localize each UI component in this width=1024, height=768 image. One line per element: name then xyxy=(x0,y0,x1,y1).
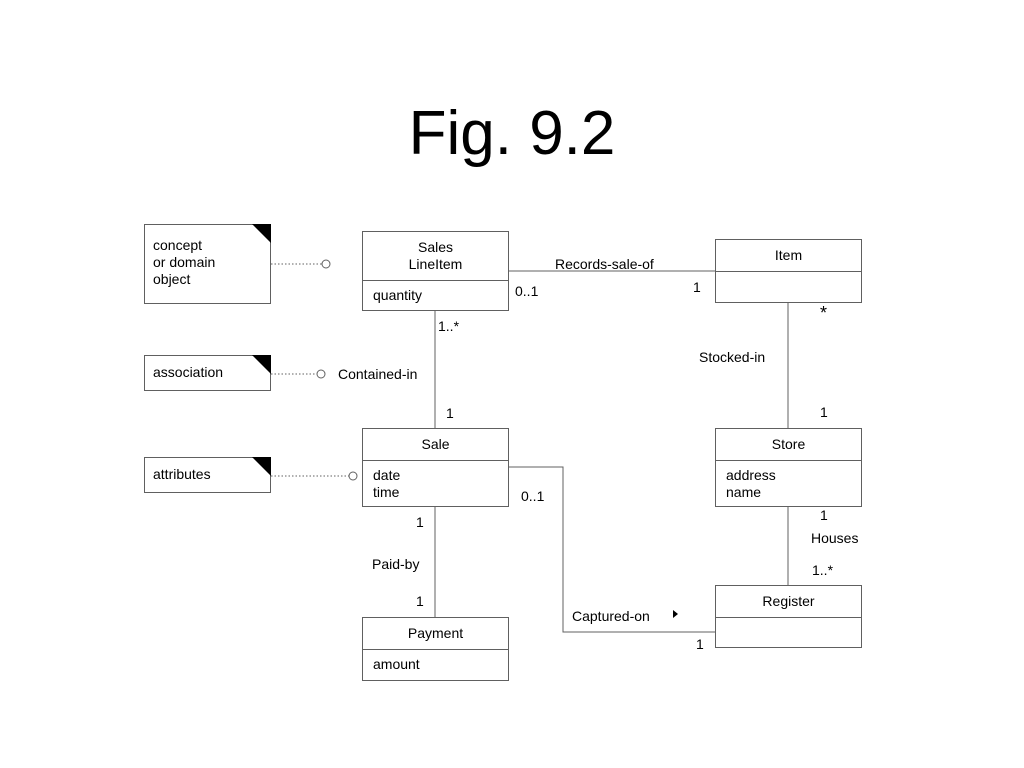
attribute-time: time xyxy=(373,484,400,500)
assoc-houses-mult-a: 1 xyxy=(820,507,828,523)
assoc-records-sale-of-mult-a: 0..1 xyxy=(515,283,539,299)
class-sale-name: Sale xyxy=(363,429,508,461)
assoc-paid-by-label: Paid-by xyxy=(372,556,420,572)
note-attributes: attributes xyxy=(144,457,271,493)
assoc-houses-mult-b: 1..* xyxy=(812,562,834,578)
assoc-records-sale-of-mult-b: 1 xyxy=(693,279,701,295)
assoc-captured-on-mult-b: 1 xyxy=(696,636,704,652)
assoc-contained-in-mult-a: 1..* xyxy=(438,318,460,334)
assoc-stocked-in-mult-a: * xyxy=(820,303,828,323)
assoc-captured-on-mult-a: 0..1 xyxy=(521,488,545,504)
class-item: Item xyxy=(715,239,862,303)
figure-title: Fig. 9.2 xyxy=(408,99,616,168)
attribute-address: address xyxy=(726,467,776,483)
class-payment-name: Payment xyxy=(363,618,508,650)
assoc-paid-by-mult-a: 1 xyxy=(416,514,424,530)
note-concept: concept or domain object xyxy=(144,224,271,304)
note-concept-line-2: or domain xyxy=(153,254,216,270)
class-name-line-2: LineItem xyxy=(408,256,463,272)
note-association: association xyxy=(144,355,271,391)
assoc-houses-label: Houses xyxy=(811,530,859,546)
captured-on-direction-icon xyxy=(673,610,678,618)
assoc-paid-by-mult-b: 1 xyxy=(416,593,424,609)
class-name-line-1: Sales xyxy=(417,239,454,255)
captured-on-line xyxy=(508,466,716,633)
attribute-amount: amount xyxy=(373,656,420,672)
attributes-note-end-icon xyxy=(348,471,358,481)
note-corner-icon xyxy=(252,355,271,374)
assoc-contained-in-label: Contained-in xyxy=(338,366,418,382)
note-corner-icon xyxy=(252,457,271,476)
attribute-name: name xyxy=(726,484,762,500)
class-sale-attributes: date time xyxy=(363,461,508,501)
attribute-quantity: quantity xyxy=(373,287,423,303)
class-sales-line-item-attributes: quantity xyxy=(363,281,508,304)
class-store-name: Store xyxy=(716,429,861,461)
concept-note-end-icon xyxy=(321,259,331,269)
class-sales-line-item: Sales LineItem quantity xyxy=(362,231,509,311)
class-payment-attributes: amount xyxy=(363,650,508,673)
assoc-records-sale-of-label: Records-sale-of xyxy=(555,256,654,272)
note-concept-line-1: concept xyxy=(153,237,203,253)
note-connector-ends xyxy=(316,259,358,481)
class-register: Register xyxy=(715,585,862,648)
assoc-captured-on-label: Captured-on xyxy=(572,608,650,624)
note-attributes-label: attributes xyxy=(153,466,211,482)
note-concept-line-3: object xyxy=(153,271,191,287)
note-connectors xyxy=(271,263,349,477)
class-sale: Sale date time xyxy=(362,428,509,507)
association-note-end-icon xyxy=(316,369,326,379)
note-association-label: association xyxy=(153,364,224,380)
class-register-attributes xyxy=(716,618,861,624)
class-item-name: Item xyxy=(716,240,861,272)
assoc-stocked-in-mult-b: 1 xyxy=(820,404,828,420)
class-store-attributes: address name xyxy=(716,461,861,501)
class-register-name: Register xyxy=(716,586,861,618)
assoc-contained-in-mult-b: 1 xyxy=(446,405,454,421)
assoc-stocked-in-label: Stocked-in xyxy=(699,349,766,365)
class-payment: Payment amount xyxy=(362,617,509,681)
note-corner-icon xyxy=(252,224,271,243)
attribute-date: date xyxy=(373,467,401,483)
class-sales-line-item-name: Sales LineItem xyxy=(363,232,508,281)
class-item-attributes xyxy=(716,272,861,278)
class-store: Store address name xyxy=(715,428,862,507)
association-lines xyxy=(434,270,789,633)
